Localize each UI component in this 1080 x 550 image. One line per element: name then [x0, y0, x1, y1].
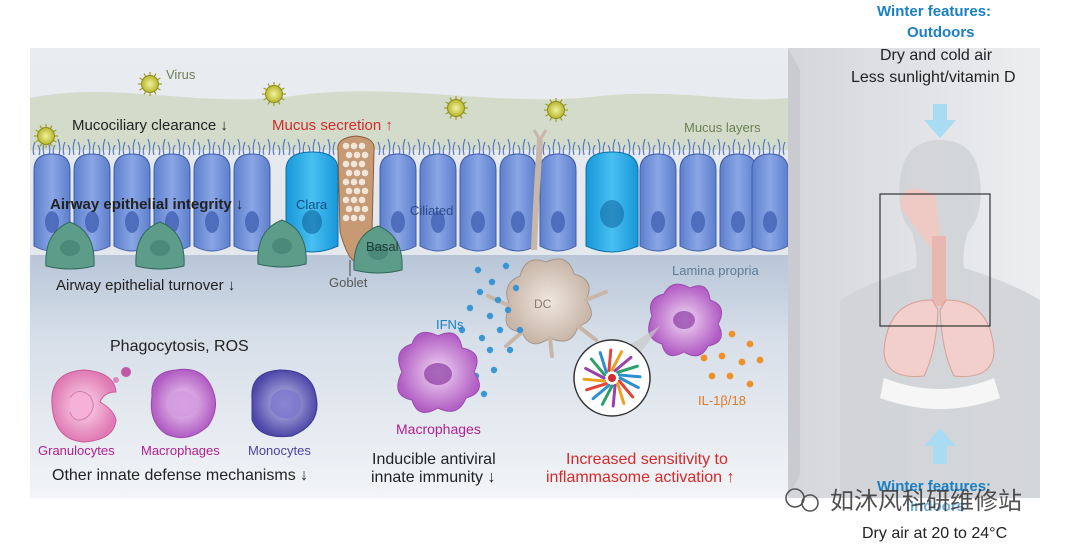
- outdoor-item-2: Less sunlight/vitamin D: [851, 69, 1016, 86]
- lamina-propria-label: Lamina propria: [672, 263, 759, 278]
- virus-particle: [444, 96, 468, 120]
- epithelial-cell: [679, 153, 717, 252]
- monocytes-label: Monocytes: [248, 443, 311, 458]
- ciliated-label: Ciliated: [410, 203, 454, 218]
- epithelial-cell: [539, 153, 577, 252]
- macrophages-mid-label: Macrophages: [396, 421, 481, 437]
- viruses: [34, 72, 568, 148]
- outdoor-subtitle: Outdoors: [907, 24, 975, 41]
- outdoor-title: Winter features:: [877, 3, 992, 20]
- virus-label: Virus: [166, 67, 196, 82]
- indoor-item-1: Dry air at 20 to 24°C: [862, 525, 1008, 542]
- macrophages-left-label: Macrophages: [141, 443, 220, 458]
- watermark-logo-icon: [785, 488, 819, 512]
- epithelial-cell: [233, 153, 271, 252]
- epithelial-cell: [113, 153, 151, 252]
- antiviral-line1: Inducible antiviral: [372, 451, 496, 468]
- virus-particle: [34, 124, 58, 148]
- ifns-label: IFNs: [436, 317, 464, 332]
- basal-cells: [45, 219, 403, 274]
- clara-cell-2: [585, 151, 639, 253]
- granulocytes-label: Granulocytes: [38, 443, 115, 458]
- outdoor-arrow: [924, 104, 956, 138]
- virus-particle: [138, 72, 162, 96]
- epithelial-cell: [459, 153, 497, 252]
- mucus-secretion-label: Mucus secretion ↑: [272, 117, 393, 134]
- il1b-label: IL-1β/18: [698, 393, 746, 408]
- clara-cell: [285, 151, 339, 253]
- inflammasome-line2: inflammasome activation ↑: [546, 469, 735, 486]
- basal-cell: [135, 221, 185, 270]
- airway-integrity-label: Airway epithelial integrity ↓: [50, 196, 244, 213]
- basal-cell: [257, 219, 307, 268]
- mucus-layer: [30, 91, 788, 150]
- watermark-text: 如沐风科研维修站: [830, 488, 1022, 515]
- dc-label: DC: [534, 297, 552, 311]
- side-panel-edge: [788, 48, 800, 498]
- granulocyte-cell: [51, 367, 131, 443]
- other-innate-label: Other innate defense mechanisms ↓: [52, 467, 309, 484]
- virus-particle: [262, 82, 286, 106]
- epithelial-cell: [719, 153, 757, 252]
- basal-cell: [45, 221, 95, 270]
- indoor-title: Winter features:: [877, 478, 992, 495]
- goblet-label: Goblet: [329, 275, 368, 290]
- basal-label: Basal: [366, 239, 399, 254]
- macrophage-mid-cell: [397, 331, 480, 413]
- monocyte-cell: [251, 369, 318, 438]
- epithelial-cell: [419, 153, 457, 252]
- epithelial-cell: [379, 153, 417, 252]
- mucus-layers-label: Mucus layers: [684, 120, 761, 135]
- macrophage-left-cell: [150, 368, 216, 439]
- epithelial-cell: [639, 153, 677, 252]
- epithelial-cells: [33, 153, 789, 252]
- human-silhouette: [840, 140, 1040, 498]
- inflammasome-line1: Increased sensitivity to: [566, 451, 728, 468]
- antiviral-line2: innate immunity ↓: [371, 469, 496, 486]
- mucociliary-label: Mucociliary clearance ↓: [72, 117, 228, 134]
- epithelial-cell: [193, 153, 231, 252]
- goblet-cell: [337, 135, 375, 276]
- zoom-box: [879, 193, 991, 327]
- phagocytosis-label: Phagocytosis, ROS: [110, 338, 249, 355]
- epithelial-cell: [499, 153, 537, 252]
- virus-particle: [544, 98, 568, 122]
- clara-label: Clara: [296, 197, 328, 212]
- turnover-label: Airway epithelial turnover ↓: [56, 277, 236, 294]
- epithelial-cell: [751, 153, 789, 252]
- outdoor-item-1: Dry and cold air: [880, 47, 993, 64]
- macrophage-right-cell: [573, 283, 723, 417]
- basal-cell: [353, 225, 403, 274]
- indoor-arrow: [924, 428, 956, 464]
- indoor-subtitle: Indoors: [910, 498, 965, 515]
